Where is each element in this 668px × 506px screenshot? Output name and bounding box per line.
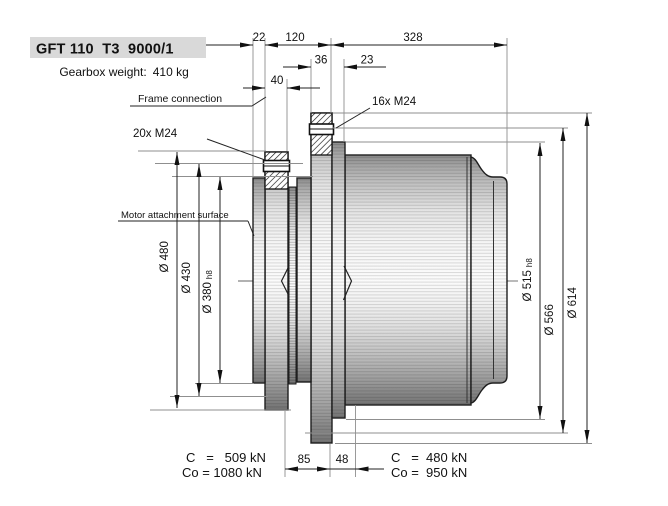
spacer-ring — [288, 186, 297, 385]
dim-85: 85 — [298, 454, 311, 466]
bolts-16xM24-label: 16x M24 — [372, 96, 417, 108]
load-point-right — [342, 265, 353, 301]
motor-mounting-flange — [264, 151, 289, 411]
dia-614: Ø 614 — [567, 287, 579, 341]
motor-attachment-label: Motor attachment surface — [121, 210, 229, 221]
bolt-section-20xM24 — [262, 151, 291, 190]
bolts-20xM24-label: 20x M24 — [133, 128, 178, 140]
load-point-marks — [280, 265, 353, 301]
dim-120: 120 — [285, 32, 304, 44]
title-block: GFT 110 T3 9000/1 Gearbox weight:410 kg — [30, 37, 206, 79]
dim-23: 23 — [361, 55, 374, 67]
load-left-co: Co = 1080 kN — [182, 465, 262, 480]
load-ratings: C = 509 kN Co = 1080 kN C = 480 kN Co = … — [182, 450, 467, 480]
output-hub — [470, 156, 508, 404]
gearbox-housing-body — [344, 154, 472, 406]
dia-380: Ø 380h8 — [202, 270, 214, 336]
dia-480: Ø 480 — [159, 241, 171, 295]
dim-48: 48 — [336, 454, 349, 466]
load-left-c: C = 509 kN — [186, 450, 266, 465]
dia-430: Ø 430 — [181, 262, 193, 316]
dia-566: Ø 566 — [544, 304, 556, 358]
diameter-labels: Ø 480 Ø 430 Ø 380h8 Ø 515h8 Ø 566 Ø 614 — [159, 241, 579, 358]
dim-22: 22 — [253, 32, 266, 44]
callouts: Frame connection 20x M24 16x M24 Motor a… — [118, 93, 417, 237]
load-point-left — [280, 267, 289, 295]
motor-pilot-flange — [252, 177, 266, 384]
frame-pilot-ring — [331, 141, 346, 419]
dim-40: 40 — [271, 75, 284, 87]
load-right-co: Co = 950 kN — [391, 465, 467, 480]
title-highlight — [30, 37, 206, 58]
frame-connection-label: Frame connection — [138, 93, 222, 105]
gearbox-parts — [252, 112, 508, 444]
extension-lines — [138, 38, 592, 477]
load-right-c: C = 480 kN — [391, 450, 467, 465]
dim-328: 328 — [403, 32, 422, 44]
dim-36: 36 — [315, 55, 328, 67]
dimension-lines — [174, 42, 590, 472]
pilot-diameter-section — [296, 177, 312, 383]
dimension-values: 22 120 328 36 23 40 85 48 — [253, 32, 423, 466]
bolt-section-16xM24 — [308, 112, 335, 156]
gearbox-weight: Gearbox weight:410 kg — [36, 65, 205, 79]
frame-mounting-flange — [310, 112, 333, 444]
dia-515: Ø 515h8 — [522, 258, 534, 324]
page-title: GFT 110 T3 9000/1 — [36, 42, 174, 58]
